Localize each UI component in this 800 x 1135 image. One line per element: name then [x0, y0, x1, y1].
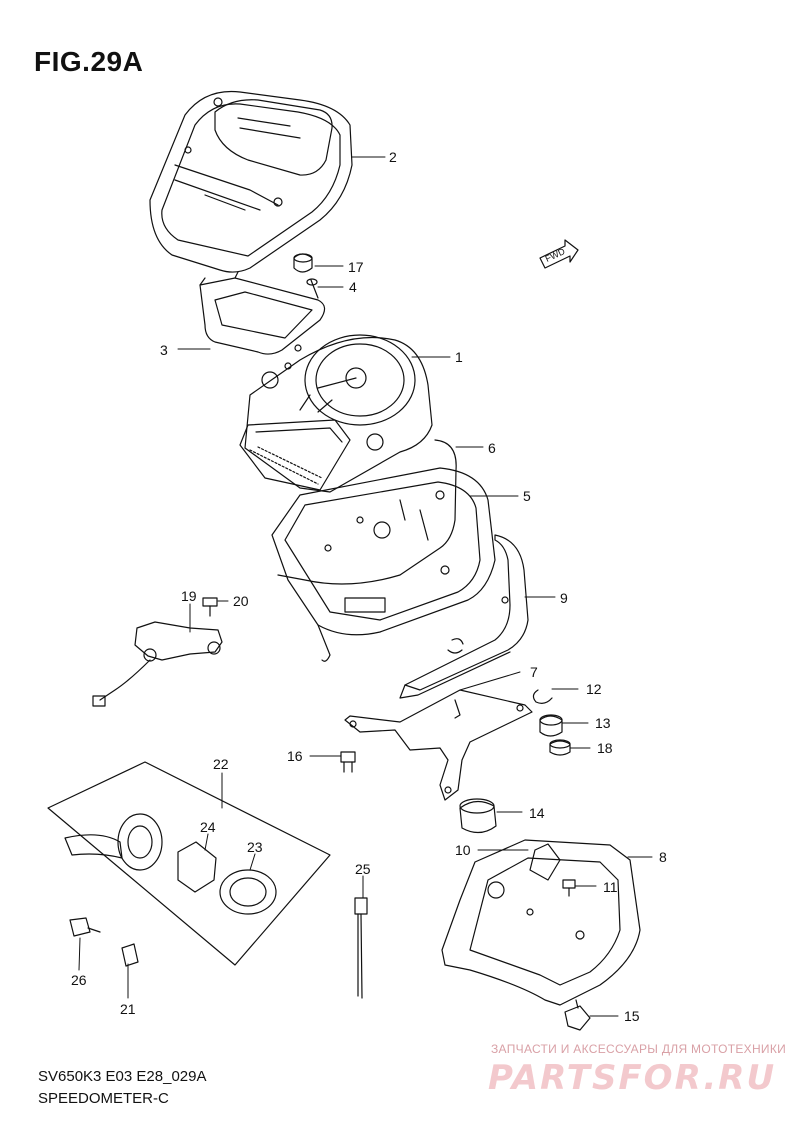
screw-4-part — [307, 279, 318, 298]
model-code: SV650K3 E03 E28_029A — [38, 1068, 207, 1085]
callout-15: 15 — [624, 1008, 640, 1024]
meter-assembly-part — [240, 335, 432, 492]
meter-lens-part — [200, 272, 325, 354]
bolt-26-part — [70, 918, 100, 936]
wire-harness-6-part — [278, 440, 456, 584]
callout-12: 12 — [586, 681, 602, 697]
clip-12-part — [533, 690, 552, 703]
callout-4: 4 — [349, 279, 357, 295]
callout-1: 1 — [455, 349, 463, 365]
callout-23: 23 — [247, 839, 263, 855]
callout-24: 24 — [200, 819, 216, 835]
clamp-21-part — [122, 944, 138, 966]
fwd-arrow-icon — [540, 240, 578, 268]
callout-6: 6 — [488, 440, 496, 456]
grommet-14-part — [460, 799, 496, 833]
callout-19: 19 — [181, 588, 197, 604]
screw-20-part — [203, 598, 217, 616]
socket-assembly-22-part — [48, 762, 330, 965]
cushion-9-part — [400, 535, 528, 698]
callout-20: 20 — [233, 593, 249, 609]
callout-26: 26 — [71, 972, 87, 988]
fastener-15-part — [565, 1000, 590, 1030]
callout-7: 7 — [530, 664, 538, 680]
lower-cover-8-part — [442, 840, 640, 1005]
figure-title: FIG.29A — [34, 46, 144, 77]
watermark-tagline: ЗАПЧАСТИ И АКСЕССУАРЫ ДЛЯ МОТОТЕХНИКИ — [491, 1042, 787, 1056]
bracket-7-part — [345, 690, 532, 800]
callout-14: 14 — [529, 805, 545, 821]
figure-caption: SPEEDOMETER-C — [38, 1090, 169, 1107]
callout-5: 5 — [523, 488, 531, 504]
meter-case-part — [272, 468, 495, 661]
callout-11: 11 — [603, 879, 618, 895]
callout-2: 2 — [389, 149, 397, 165]
sensor-19-part — [93, 622, 222, 706]
callout-3: 3 — [160, 342, 168, 358]
callout-16: 16 — [287, 748, 303, 764]
callout-22: 22 — [213, 756, 229, 772]
meter-cover-part — [150, 91, 352, 272]
cable-tie-25-part — [355, 898, 367, 998]
grommet-17-part — [294, 254, 312, 272]
bolt-16-part — [341, 752, 355, 772]
callout-25: 25 — [355, 861, 371, 877]
callout-17: 17 — [348, 259, 364, 275]
callout-21: 21 — [120, 1001, 136, 1017]
screw-11-part — [563, 880, 575, 896]
callout-18: 18 — [597, 740, 613, 756]
collar-18-part — [550, 740, 570, 755]
callout-9: 9 — [560, 590, 568, 606]
callout-10: 10 — [455, 842, 471, 858]
leader-lines — [79, 157, 652, 1016]
damper-13-part — [540, 715, 562, 736]
callout-13: 13 — [595, 715, 611, 731]
callout-8: 8 — [659, 849, 667, 865]
watermark-brand: PARTSFOR.RU — [488, 1058, 777, 1098]
